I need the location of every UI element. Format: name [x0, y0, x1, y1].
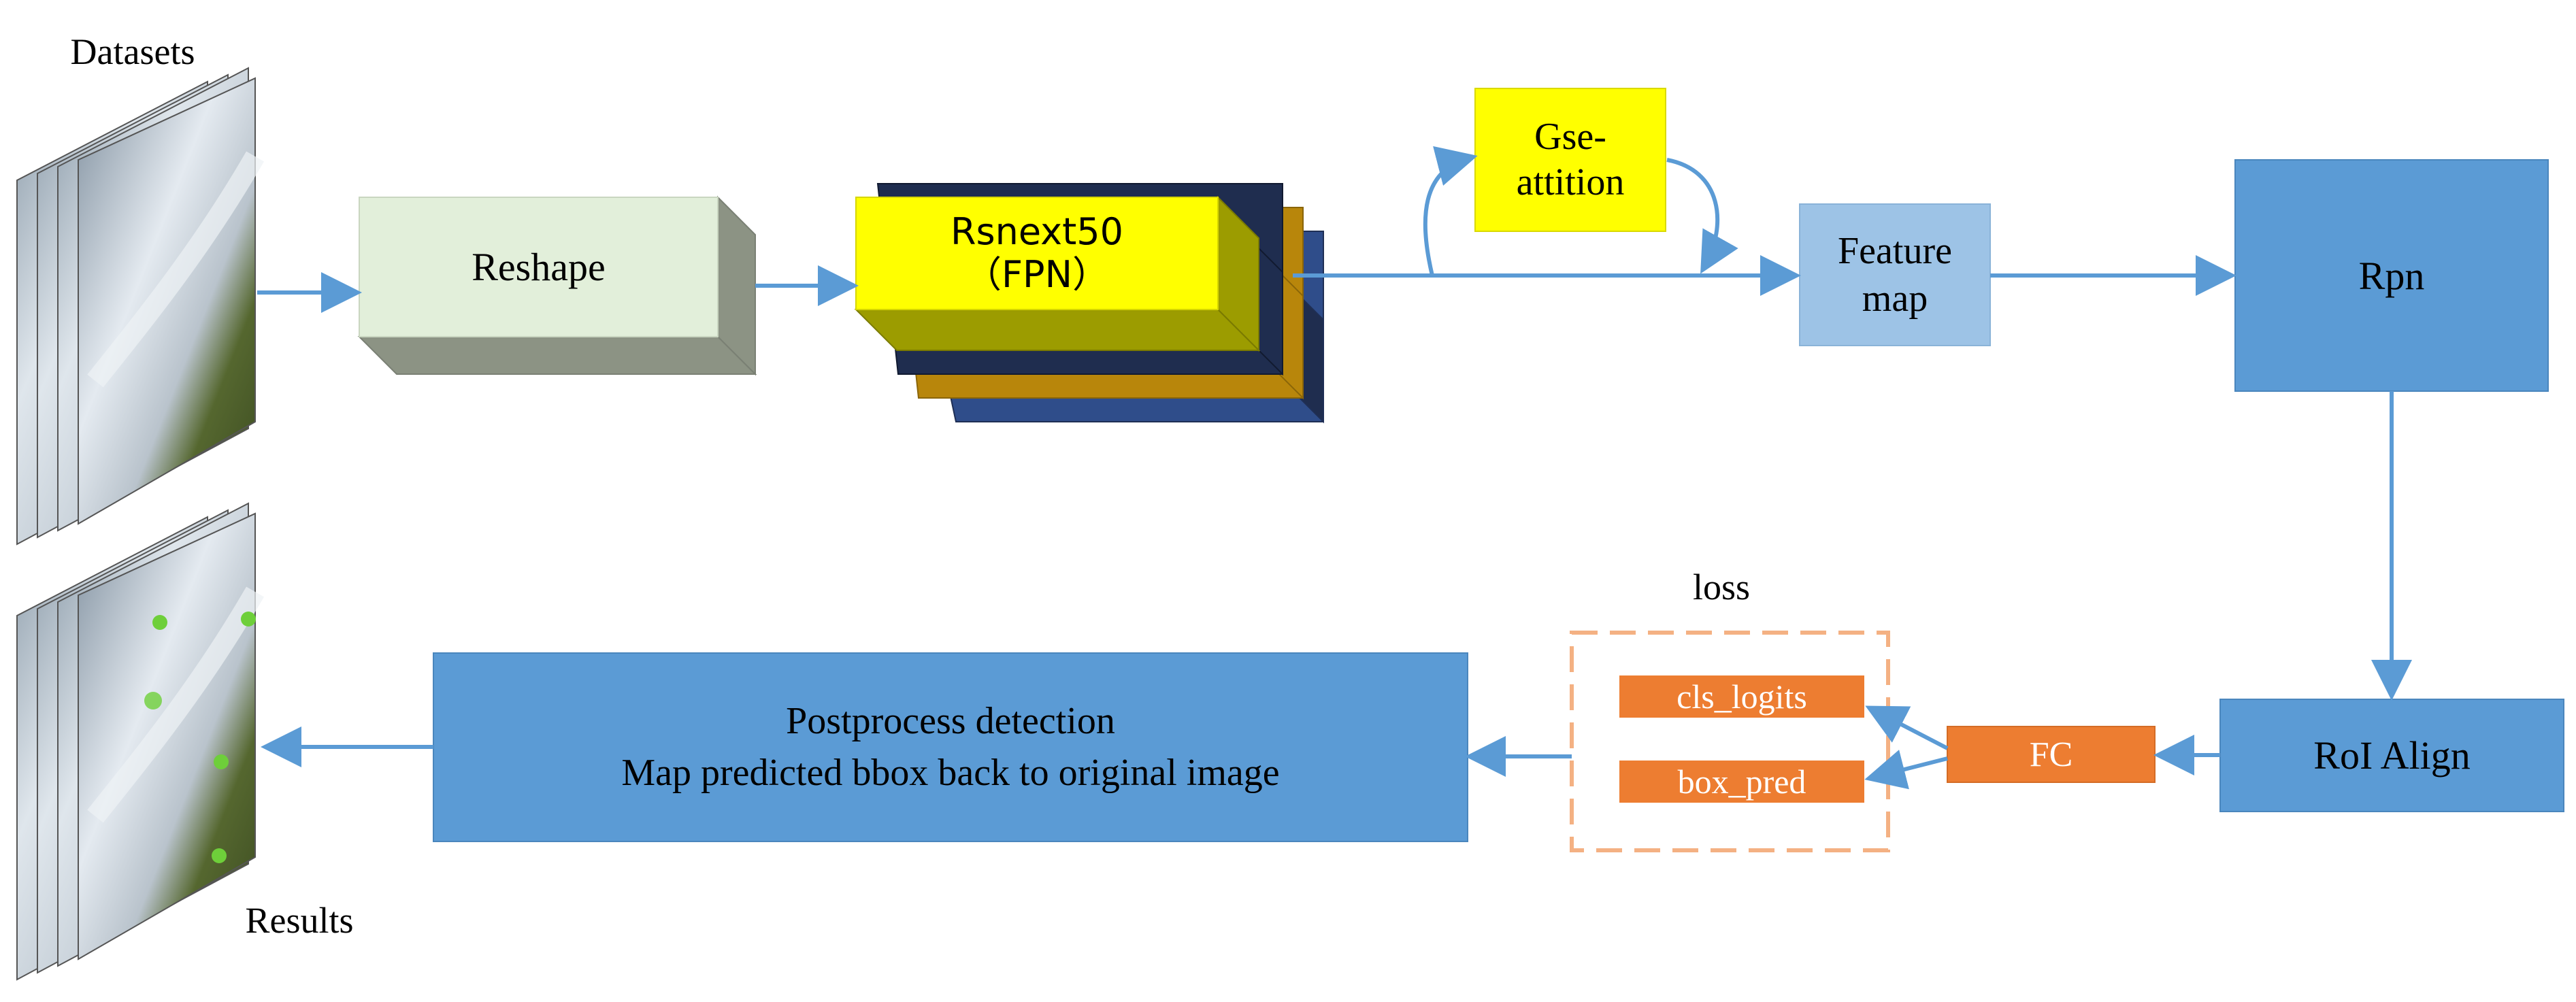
- reshape-label: Reshape: [472, 245, 606, 289]
- arrow-fc-to-cls-logits: [1865, 705, 1949, 750]
- feature-map-label: Feature map: [1800, 204, 1990, 346]
- loss-group-border: [1570, 631, 1890, 852]
- postprocess-label: Postprocess detection Map predicted bbox…: [433, 653, 1468, 841]
- postprocess-label-line1: Postprocess detection: [786, 699, 1115, 742]
- attention-label-line2: attition: [1516, 161, 1625, 203]
- backbone-block: [854, 183, 1324, 424]
- detection-marker: [144, 692, 162, 709]
- attention-label: Gse- attition: [1475, 88, 1666, 231]
- dataset-image-stack: [16, 67, 264, 546]
- rpn-box: [2234, 159, 2549, 392]
- results-image-stack: [16, 502, 264, 981]
- roi-align-box: [2219, 699, 2564, 812]
- detection-marker: [241, 612, 256, 627]
- attention-label-line1: Gse-: [1534, 115, 1606, 158]
- datasets-label: Datasets: [70, 31, 195, 72]
- detection-marker: [212, 848, 227, 863]
- roi-align-label: RoI Align: [2313, 733, 2471, 778]
- backbone-label: Rsnext50 （FPN）: [856, 197, 1218, 310]
- cls-logits-label: cls_logits: [1677, 678, 1807, 716]
- attention-box: [1474, 88, 1666, 232]
- rpn-label: Rpn: [2358, 253, 2425, 298]
- loss-label: loss: [1692, 567, 1751, 607]
- backbone-label-line2: （FPN）: [964, 252, 1110, 296]
- detection-marker: [214, 754, 229, 769]
- connectors: [257, 146, 2412, 790]
- feature-map-label-line2: map: [1862, 278, 1928, 320]
- box-pred-box: [1619, 761, 1864, 803]
- detection-marker: [152, 615, 167, 630]
- cls-logits-box: [1619, 675, 1864, 718]
- postprocess-box: [433, 652, 1468, 842]
- arrow-fc-to-box-pred: [1864, 750, 1948, 790]
- backbone-label-line1: Rsnext50: [951, 210, 1123, 254]
- fc-label: FC: [2029, 735, 2073, 774]
- postprocess-label-line2: Map predicted bbox back to original imag…: [621, 751, 1280, 794]
- reshape-block: [357, 195, 757, 376]
- results-label: Results: [245, 900, 354, 941]
- box-pred-label: box_pred: [1677, 763, 1806, 801]
- arrow-to-attention: [1423, 146, 1478, 276]
- arrow-from-attention: [1666, 158, 1738, 274]
- feature-map-box: [1799, 203, 1991, 346]
- feature-map-label-line1: Feature: [1838, 230, 1952, 272]
- fc-box: [1947, 726, 2156, 783]
